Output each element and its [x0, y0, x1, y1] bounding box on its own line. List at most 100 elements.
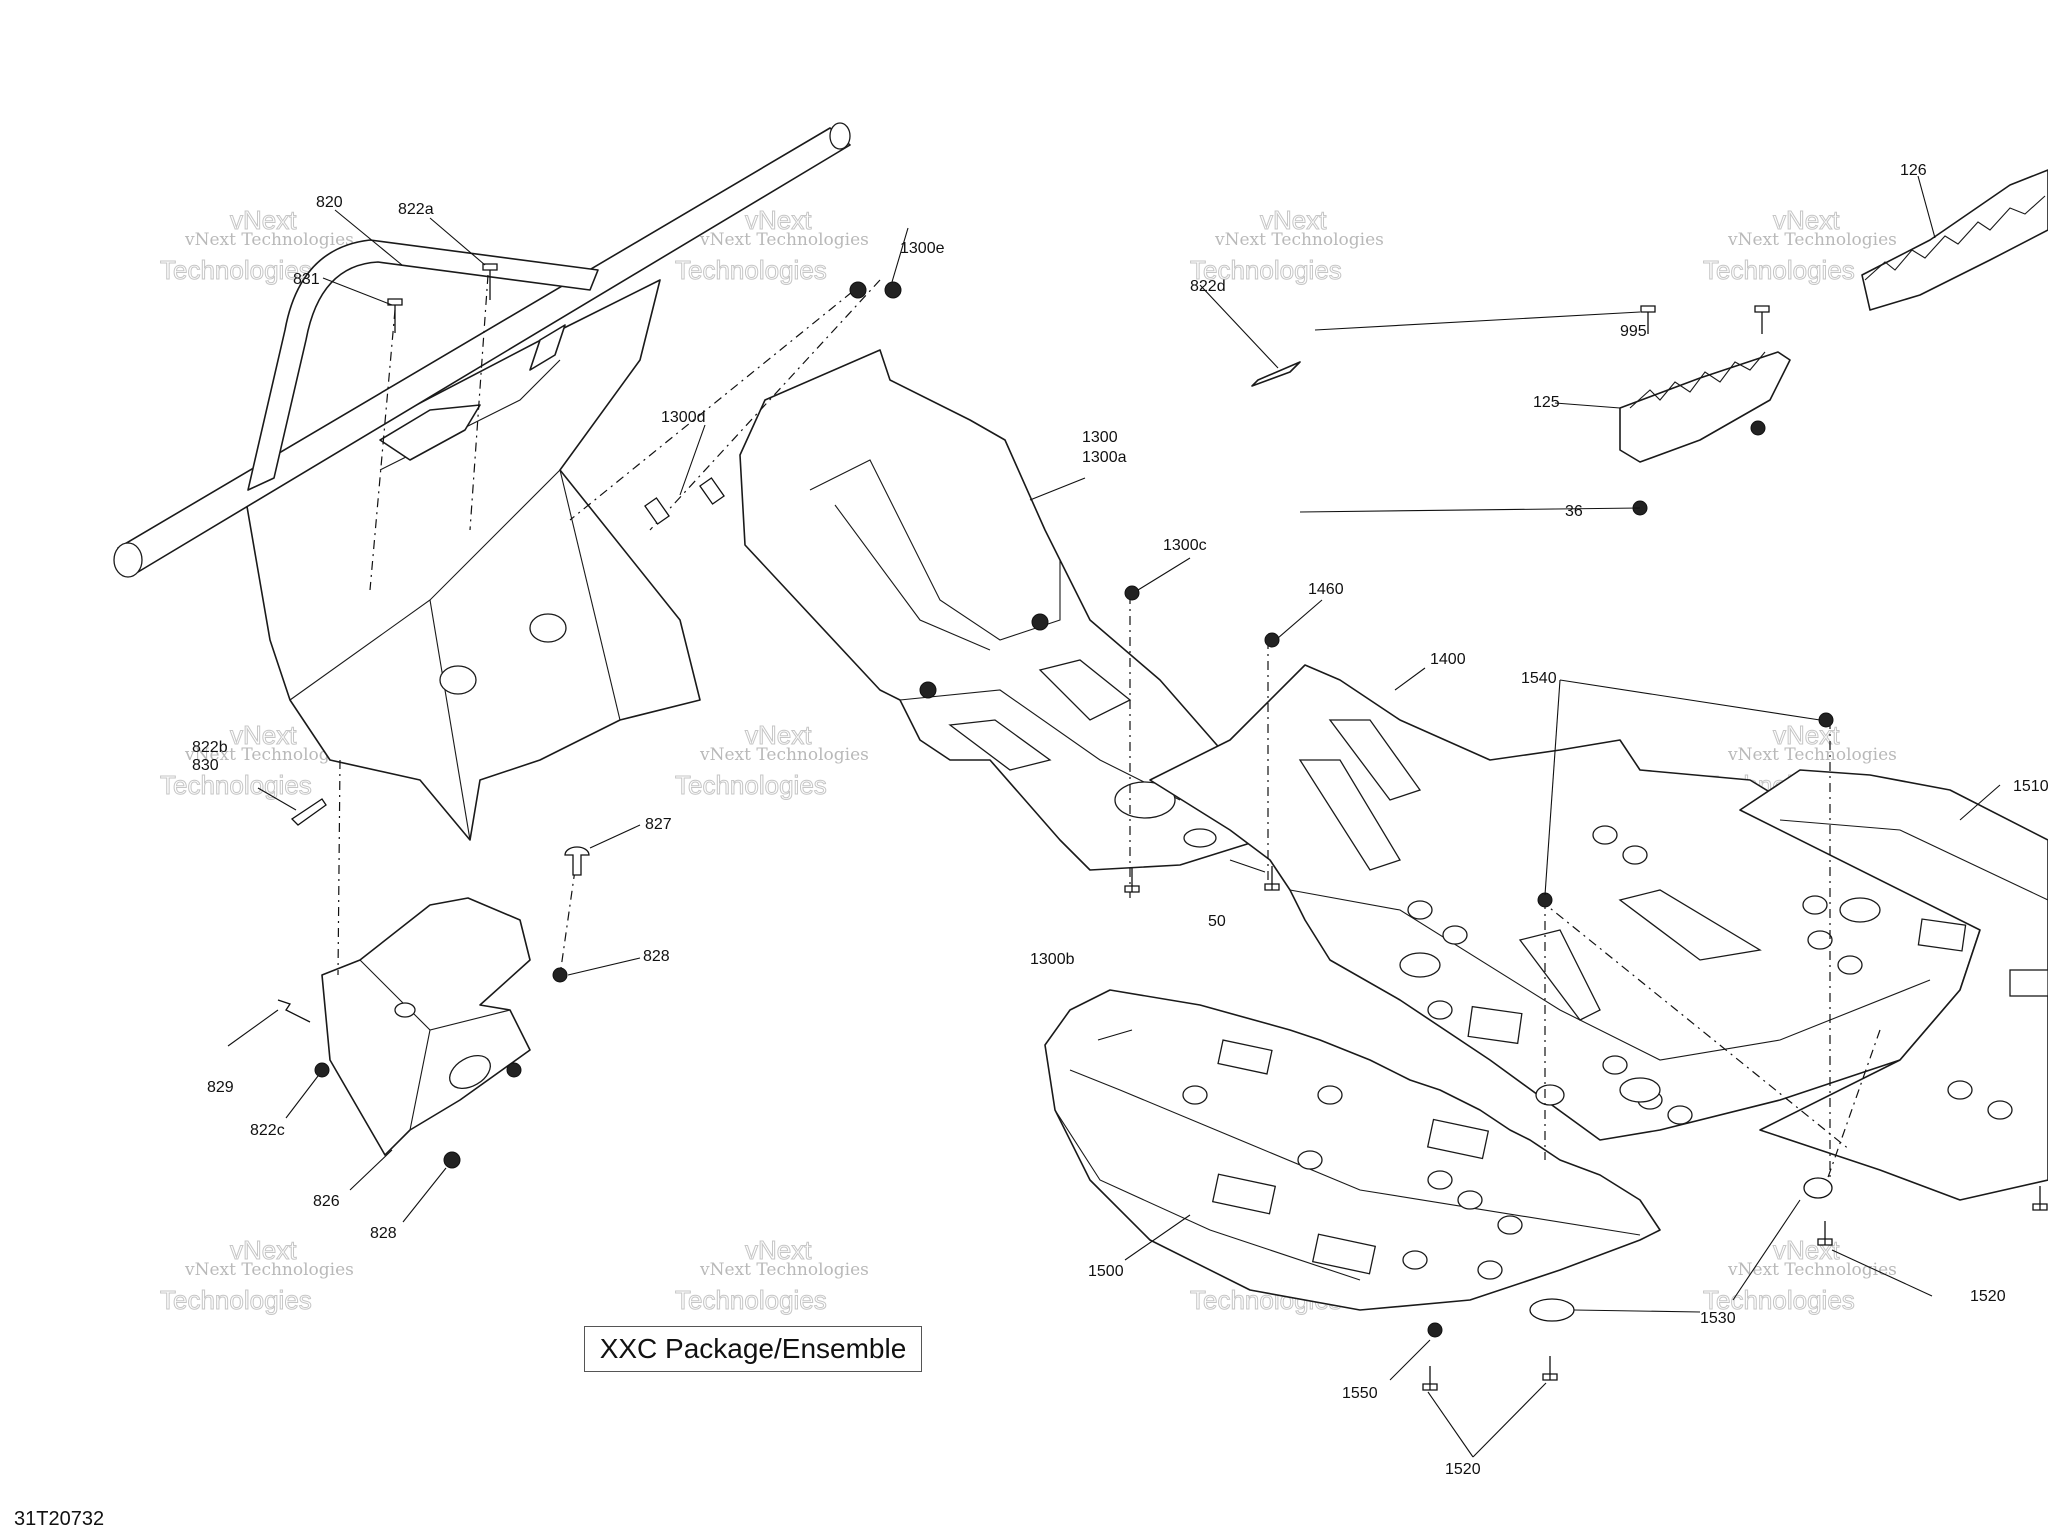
svg-text:vNext Technologies: vNext Technologies — [699, 230, 869, 250]
callout-1300a: 1300a — [1082, 449, 1127, 466]
callout-822c: 822c — [250, 1122, 285, 1139]
captive-nut — [1031, 613, 1049, 631]
bracket-826 — [321, 897, 531, 1156]
skid-hole — [1427, 1000, 1453, 1020]
skid-hole — [1837, 955, 1863, 975]
callout-830: 830 — [192, 757, 219, 774]
skid-boss — [1399, 952, 1441, 978]
package-label-box: XXC Package/Ensemble — [584, 1326, 922, 1372]
leader-lines — [227, 175, 2001, 1458]
rivet-icon — [564, 846, 590, 876]
callout-1300c: 1300c — [1163, 537, 1207, 554]
skid-hole — [1535, 1084, 1565, 1106]
svg-text:Technologies: Technologies — [160, 1285, 312, 1315]
skid-opening — [1211, 1173, 1277, 1215]
svg-text:vNext: vNext — [1260, 205, 1327, 235]
nut-icon — [552, 967, 568, 983]
skid-hole — [1622, 845, 1648, 865]
bumper-hoop — [247, 239, 599, 491]
guard-boss-2 — [529, 613, 567, 643]
bolt-icon — [387, 298, 403, 333]
svg-text:vNext: vNext — [745, 1235, 812, 1265]
nut-icon — [1427, 1322, 1443, 1338]
callout-1520-bottom: 1520 — [1445, 1461, 1481, 1478]
callout-50: 50 — [1208, 913, 1226, 930]
svg-text:vNext: vNext — [230, 720, 297, 750]
washer-icon — [1529, 1298, 1575, 1322]
callout-125: 125 — [1533, 394, 1560, 411]
callout-822b: 822b — [192, 739, 228, 756]
callout-1460: 1460 — [1308, 581, 1344, 598]
svg-text:vNext: vNext — [230, 205, 297, 235]
skid-hole — [1667, 1105, 1693, 1125]
fasteners — [277, 263, 2048, 1391]
watermark-stamp: vNext Technologies Technologies vNext — [160, 1235, 354, 1316]
callout-829: 829 — [207, 1079, 234, 1096]
watermark-stamp: vNext Technologies Technologies vNext — [675, 720, 869, 801]
bolt-icon — [1542, 1356, 1558, 1381]
skid-hole — [1802, 895, 1828, 915]
rivet-icon — [644, 497, 670, 525]
bolt-icon — [1124, 868, 1140, 893]
footrest-125-body — [1619, 351, 1791, 463]
callout-831: 831 — [293, 271, 320, 288]
nut-icon — [849, 281, 867, 299]
callout-826: 826 — [313, 1193, 340, 1210]
captive-nut — [506, 1062, 522, 1078]
skid-hole — [1947, 1080, 1973, 1100]
svg-text:vNext Technologies: vNext Technologies — [184, 1260, 354, 1280]
callout-828-upper: 828 — [643, 948, 670, 965]
callout-828-lower: 828 — [370, 1225, 397, 1242]
skid-hole — [1477, 1260, 1503, 1280]
svg-text:vNext Technologies: vNext Technologies — [1214, 230, 1384, 250]
svg-text:vNext: vNext — [745, 720, 812, 750]
svg-text:vNext Technologies: vNext Technologies — [184, 745, 354, 765]
svg-text:vNext: vNext — [745, 205, 812, 235]
nut-icon — [1537, 892, 1553, 908]
skid-hole — [1807, 930, 1833, 950]
skid-boss — [1619, 1077, 1661, 1103]
guard-boss-1 — [439, 665, 477, 695]
svg-text:vNext Technologies: vNext Technologies — [699, 1260, 869, 1280]
skid-opening — [1426, 1118, 1490, 1160]
svg-text:vNext Technologies: vNext Technologies — [184, 230, 354, 250]
callout-995: 995 — [1620, 323, 1647, 340]
skid-hole — [1317, 1085, 1343, 1105]
skid-slot — [948, 719, 1052, 771]
svg-text:Technologies: Technologies — [1703, 255, 1855, 285]
callout-126: 126 — [1900, 162, 1927, 179]
skid-hole — [1407, 900, 1433, 920]
skid-slot — [1618, 889, 1762, 961]
bolt-icon — [1754, 305, 1770, 334]
bolt-icon — [482, 263, 498, 300]
callout-827: 827 — [645, 816, 672, 833]
bracket-hole — [394, 1002, 416, 1018]
bolt-icon — [1640, 305, 1656, 334]
callout-1300d: 1300d — [661, 409, 706, 426]
svg-text:Technologies: Technologies — [675, 770, 827, 800]
front-guard-assembly — [113, 122, 851, 841]
skid-opening — [1917, 918, 1967, 952]
callout-36: 36 — [1565, 503, 1583, 520]
skid-plate-1400 — [1149, 664, 1981, 1141]
bolt-icon — [1422, 1366, 1438, 1391]
callout-1300e: 1300e — [900, 240, 945, 257]
footrest-126-body — [1861, 169, 2048, 311]
bolt-icon — [1817, 1221, 1833, 1246]
footrest-125 — [1619, 351, 1791, 463]
bracket-plate-822d — [1251, 361, 1301, 387]
svg-text:vNext Technologies: vNext Technologies — [1727, 1260, 1897, 1280]
skid-hole — [1987, 1100, 2013, 1120]
skid-hole — [1497, 1215, 1523, 1235]
skid-slot — [1328, 719, 1422, 801]
guard-slot — [529, 324, 566, 371]
skid-hole — [1402, 1250, 1428, 1270]
skid-opening — [1467, 1005, 1523, 1045]
svg-text:Technologies: Technologies — [1190, 255, 1342, 285]
callout-1300: 1300 — [1082, 429, 1118, 446]
skid-hole — [1182, 1085, 1208, 1105]
nut-icon — [884, 281, 902, 299]
watermark-stamp: vNext Technologies Technologies vNext — [1703, 205, 1897, 286]
watermark-stamp: vNext Technologies Technologies vNext — [160, 720, 354, 801]
